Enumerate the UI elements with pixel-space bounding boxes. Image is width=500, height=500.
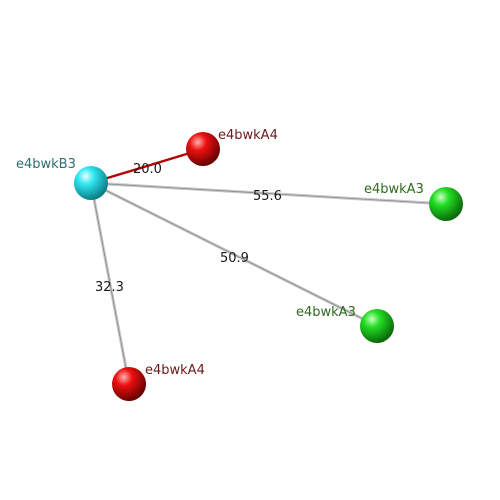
edge-label-32-3: 32.3: [95, 280, 124, 295]
edge-center-a3-mid: [90, 181, 378, 328]
node-label-center: e4bwkB3: [16, 157, 76, 172]
edge-label-55-6: 55.6: [253, 189, 282, 204]
node-a3-right: [429, 187, 463, 221]
node-label-a4-top: e4bwkA4: [218, 128, 278, 143]
edge-label-20: 20.0: [133, 162, 162, 177]
node-center: [74, 166, 108, 200]
node-a4-bottom: [112, 367, 146, 401]
node-a3-mid: [360, 309, 394, 343]
edge-center-a4-top: [90, 147, 204, 185]
edge-label-50-9: 50.9: [220, 251, 249, 266]
node-label-a4-bottom: e4bwkA4: [145, 363, 205, 378]
node-label-a3-right: e4bwkA3: [364, 182, 424, 197]
node-label-a3-mid: e4bwkA3: [296, 305, 356, 320]
edge-center-a3-right: [90, 181, 447, 206]
node-a4-top: [186, 132, 220, 166]
edge-center-a4-bottom: [89, 182, 131, 385]
